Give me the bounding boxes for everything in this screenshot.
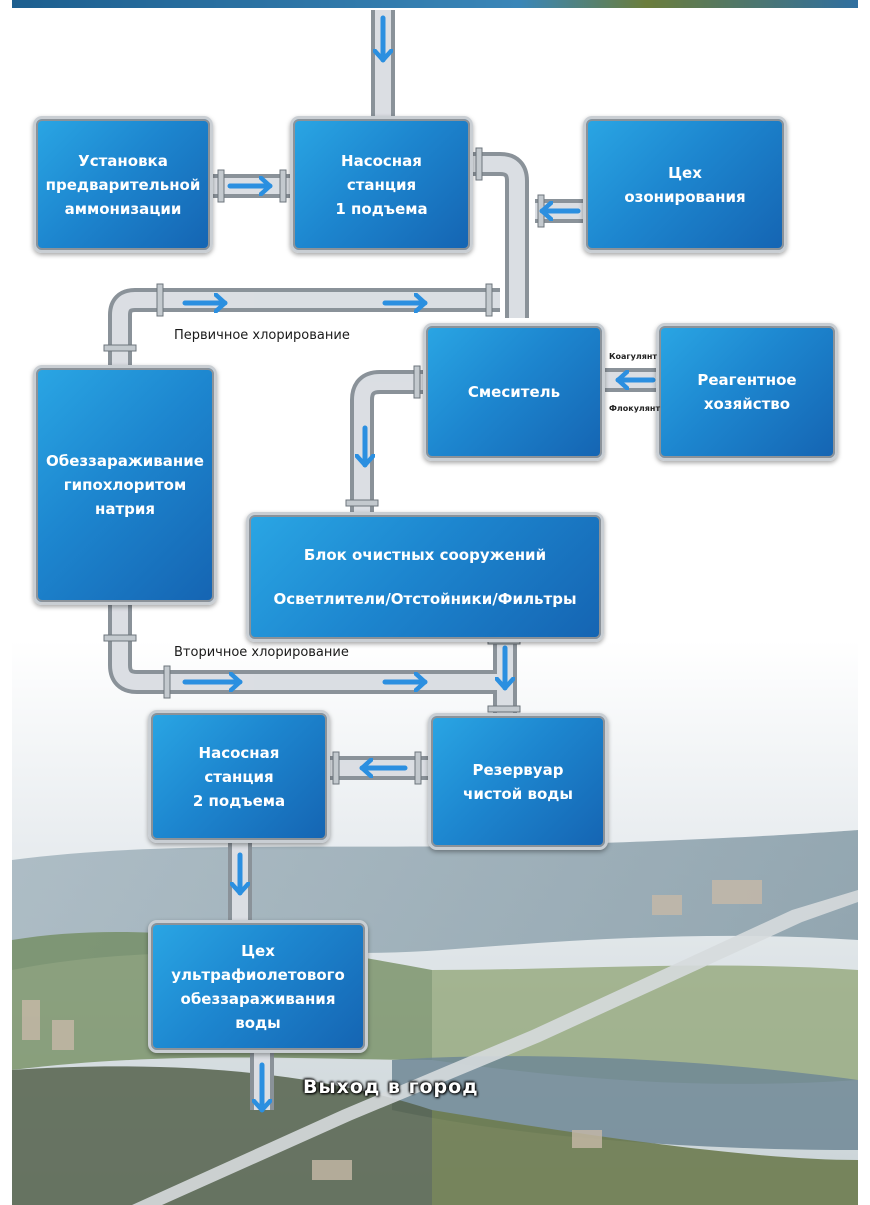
box-pre-ammonization-text: Установка предварительной аммонизации bbox=[45, 151, 201, 218]
box-clean-water-reservoir: Резервуар чистой воды bbox=[428, 713, 608, 850]
label-exit-to-city: Выход в город bbox=[303, 1076, 479, 1098]
box-pump-station-2-text: Насосная станция 2 подъема bbox=[192, 743, 286, 810]
box-treatment-block: Блок очистных сооружений Осветлители/Отс… bbox=[246, 512, 604, 642]
label-secondary-chlorination: Вторичное хлорирование bbox=[174, 645, 349, 660]
box-pump-station-2: Насосная станция 2 подъема bbox=[148, 710, 330, 843]
box-reagent-facility: Реагентное хозяйство bbox=[656, 323, 838, 461]
box-ozonation-shop: Цех озонирования bbox=[583, 116, 787, 253]
box-uv-shop-text: Цех ультрафиолетового обеззараживания во… bbox=[171, 941, 345, 1032]
box-clean-water-reservoir-text: Резервуар чистой воды bbox=[463, 760, 573, 803]
box-hypochlorite-disinfection-text: Обеззараживание гипохлоритом натрия bbox=[46, 452, 204, 518]
box-ozonation-shop-text: Цех озонирования bbox=[624, 163, 746, 206]
box-reagent-facility-text: Реагентное хозяйство bbox=[697, 371, 797, 413]
label-coagulant: Коагулянт bbox=[609, 352, 657, 361]
box-pump-station-1-text: Насосная станция 1 подъема bbox=[335, 151, 428, 218]
box-pump-station-1: Насосная станция 1 подъема bbox=[290, 116, 473, 253]
box-uv-shop: Цех ультрафиолетового обеззараживания во… bbox=[148, 920, 368, 1053]
header-photo-strip bbox=[12, 0, 858, 8]
label-primary-chlorination: Первичное хлорирование bbox=[174, 328, 350, 343]
label-flocculant: Флокулянт bbox=[609, 404, 661, 413]
box-hypochlorite-disinfection: Обеззараживание гипохлоритом натрия bbox=[33, 365, 217, 605]
box-pre-ammonization: Установка предварительной аммонизации bbox=[33, 116, 213, 253]
box-mixer: Смеситель bbox=[423, 323, 605, 461]
box-mixer-text: Смеситель bbox=[467, 383, 561, 401]
box-treatment-block-text: Блок очистных сооружений Осветлители/Отс… bbox=[273, 546, 577, 608]
